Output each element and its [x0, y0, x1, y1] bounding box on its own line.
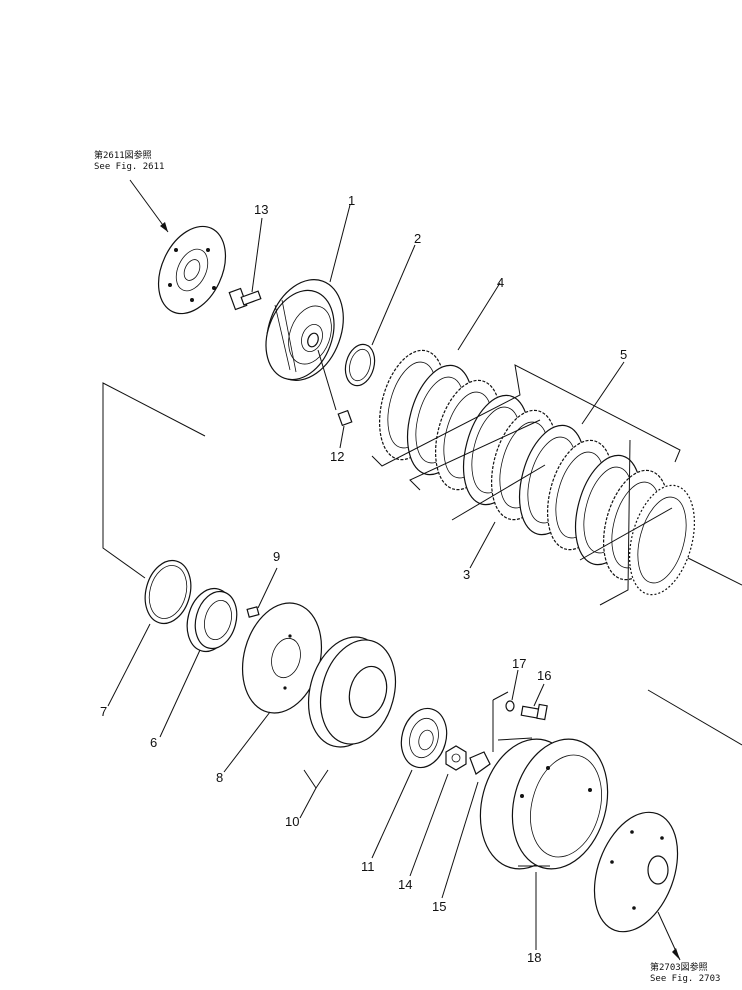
label-part-8: 8: [216, 770, 224, 785]
part-1-hub: [265, 279, 344, 381]
reference-note-bottom: 第2703図参照 See Fig. 2703: [650, 963, 720, 985]
label-part-5: 5: [620, 347, 628, 362]
part-11-retainer: [400, 707, 448, 769]
part-12-pin: [317, 349, 353, 427]
part-18-housing: [479, 737, 609, 870]
reference-note-bottom-line2: See Fig. 2703: [650, 974, 721, 984]
label-part-3: 3: [463, 567, 471, 582]
reference-note-top: 第2611図参照 See Fig. 2611: [94, 151, 164, 173]
label-part-2: 2: [414, 231, 422, 246]
reference-note-top-line2: See Fig. 2611: [94, 162, 165, 172]
part-2-snap-ring: [344, 343, 376, 387]
label-part-9: 9: [273, 549, 281, 564]
label-part-15: 15: [432, 899, 447, 914]
part-6-bearing: [186, 587, 238, 653]
label-part-1: 1: [348, 193, 356, 208]
label-part-6: 6: [150, 735, 158, 750]
label-part-14: 14: [398, 877, 413, 892]
part-7-ring: [144, 559, 192, 625]
label-part-12: 12: [330, 449, 345, 464]
label-part-18: 18: [527, 950, 542, 965]
clutch-pack: [378, 349, 696, 596]
part-16-bolt: [520, 703, 548, 721]
part-9-pin: [246, 606, 260, 618]
reference-plate-top: [157, 225, 227, 315]
part-14-nut: [445, 745, 467, 771]
part-13-bolt: [228, 287, 262, 311]
label-part-10: 10: [285, 814, 300, 829]
label-part-13: 13: [254, 202, 269, 217]
label-part-11: 11: [361, 859, 375, 874]
label-part-16: 16: [537, 668, 552, 683]
reference-note-bottom-line1: 第2703図参照: [650, 963, 708, 973]
part-15-lock-plate: [469, 691, 509, 775]
label-part-7: 7: [100, 704, 108, 719]
label-part-17: 17: [512, 656, 527, 671]
part-17-washer: [505, 700, 515, 712]
reference-note-top-line1: 第2611図参照: [94, 151, 152, 161]
reference-plate-bottom: [593, 811, 679, 933]
label-part-4: 4: [497, 275, 505, 290]
part-10-piston: [307, 636, 396, 748]
